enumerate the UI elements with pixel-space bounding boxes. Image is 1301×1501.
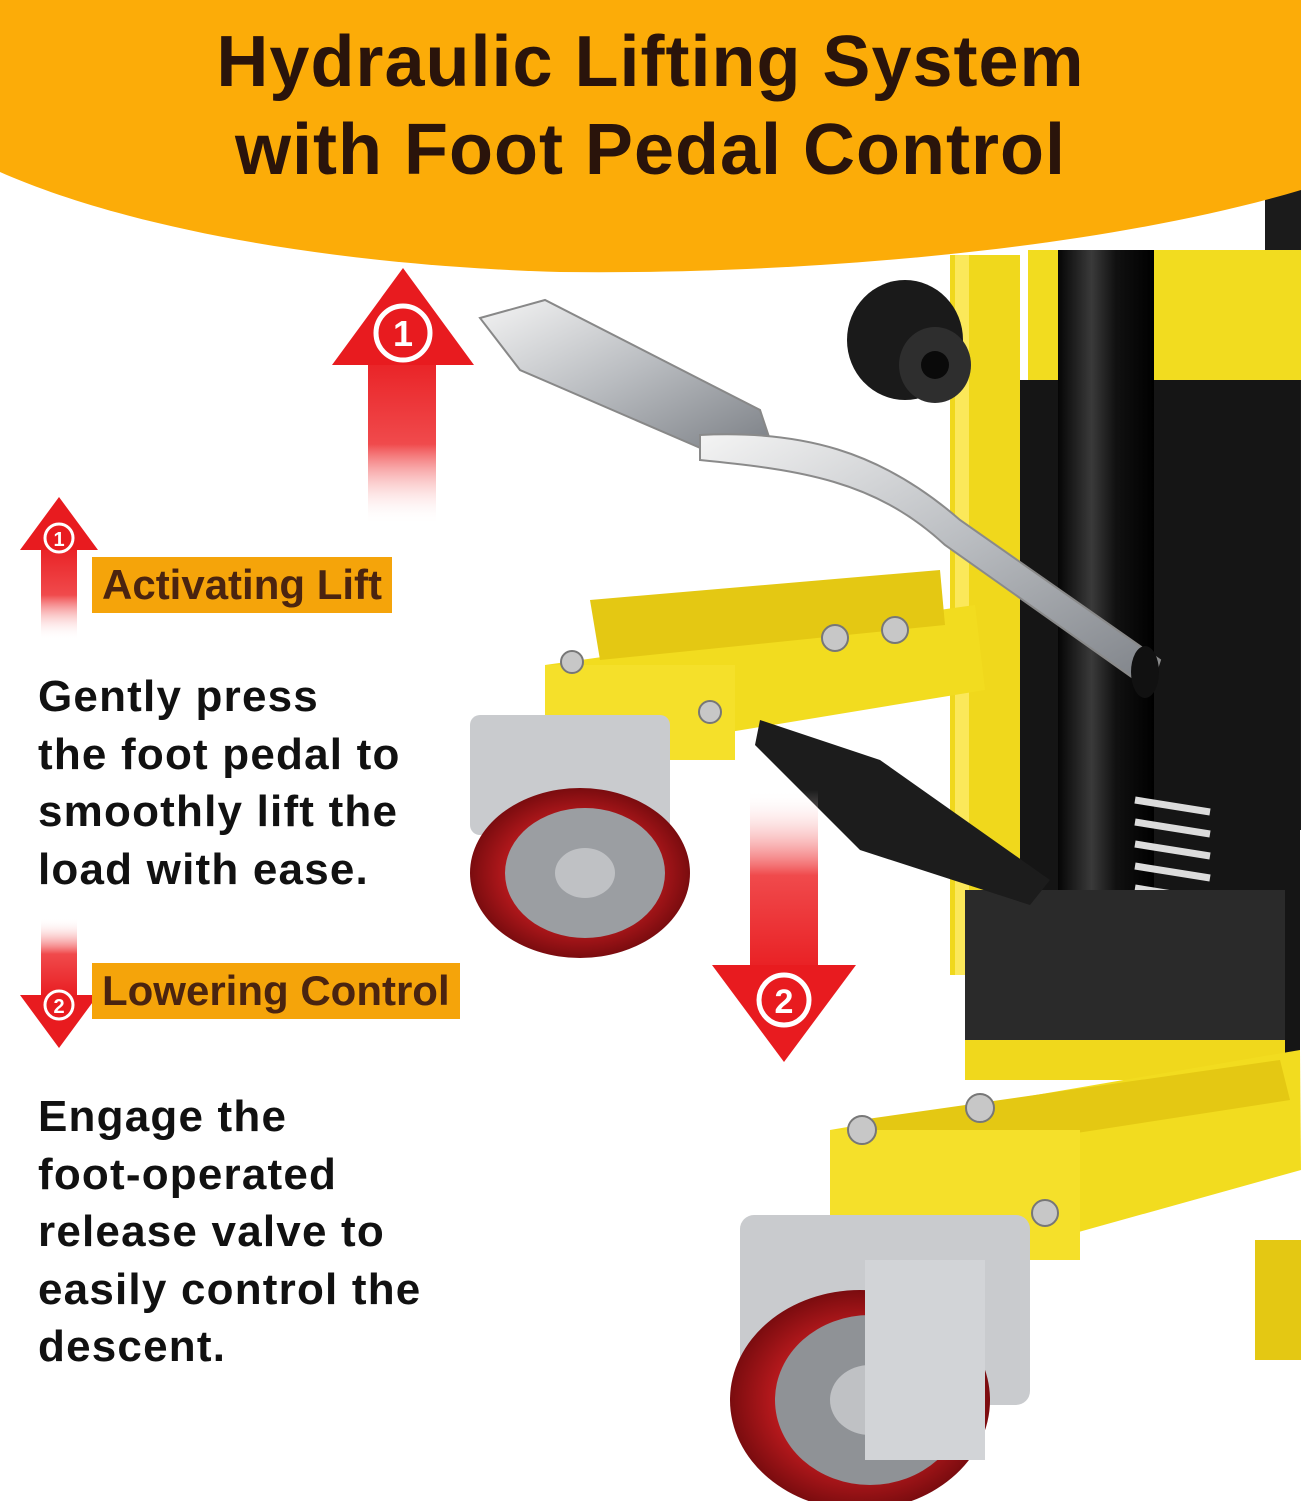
lowering-control-label: Lowering Control	[92, 963, 460, 1019]
hydraulic-lift-machine	[470, 190, 1301, 1501]
lower-arrow-small-number: 2	[53, 996, 64, 1018]
lift-arrow-small-number: 1	[53, 529, 64, 551]
lower-arrow-large-number: 2	[775, 983, 794, 1021]
lift-desc-line: Gently press	[38, 672, 319, 721]
title-line-2: with Foot Pedal Control	[235, 110, 1066, 190]
lift-arrow-large: 1	[332, 268, 474, 525]
lower-desc-line: Engage the	[38, 1092, 288, 1141]
activating-lift-description: Gently press the foot pedal to smoothly …	[38, 668, 401, 898]
lower-arrow-small: 2	[20, 918, 98, 1048]
title-line-1: Hydraulic Lifting System	[216, 22, 1085, 102]
page-title: Hydraulic Lifting System with Foot Pedal…	[0, 18, 1301, 194]
lift-arrow-large-number: 1	[393, 313, 413, 354]
lower-desc-line: release valve to	[38, 1207, 385, 1256]
lift-desc-line: smoothly lift the	[38, 787, 399, 836]
title-banner	[0, 0, 1301, 273]
lowering-control-description: Engage the foot-operated release valve t…	[38, 1088, 421, 1376]
lower-desc-line: foot-operated	[38, 1149, 338, 1199]
caster-wheel-lower	[730, 1215, 1030, 1501]
lift-desc-line: the foot pedal to	[38, 729, 401, 779]
activating-lift-label: Activating Lift	[92, 557, 392, 613]
lift-arrow-small: 1	[20, 497, 98, 640]
lift-desc-line: load with ease.	[38, 844, 369, 894]
lower-arrow-large: 2	[712, 790, 856, 1062]
caster-wheel-upper	[470, 715, 690, 958]
lower-desc-line: descent.	[38, 1322, 227, 1371]
lower-desc-line: easily control the	[38, 1264, 422, 1314]
